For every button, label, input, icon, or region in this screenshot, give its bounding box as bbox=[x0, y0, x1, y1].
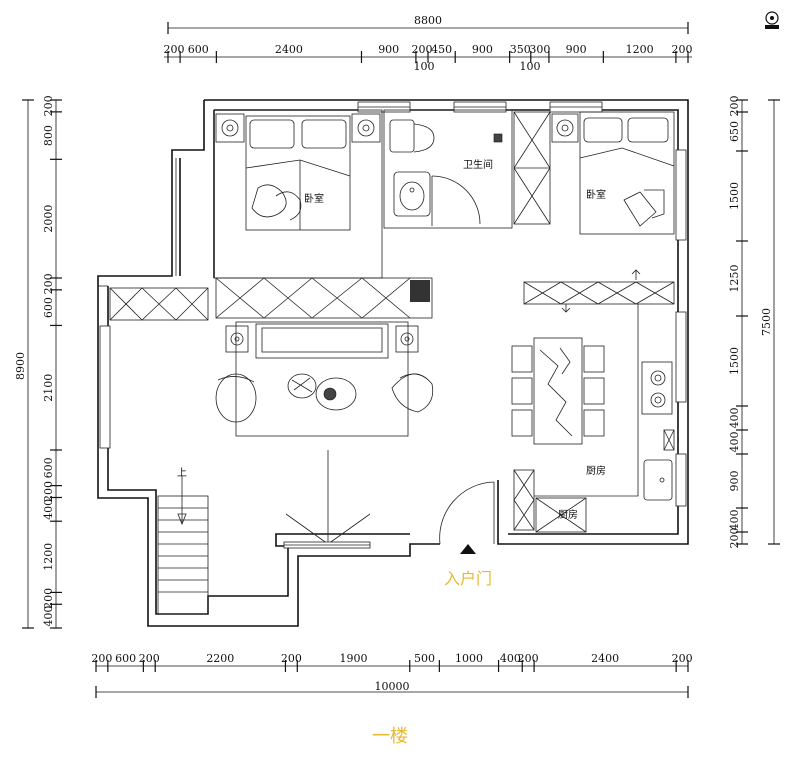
entry-area bbox=[283, 450, 371, 549]
dimension-left: 8900 20080020002006002100600200400120020… bbox=[14, 95, 62, 629]
window-right-2 bbox=[675, 311, 687, 403]
dim-left-label-2: 2000 bbox=[42, 205, 55, 233]
dim-left-label-4: 600 bbox=[42, 297, 55, 318]
dim-right-label-0: 200 bbox=[728, 96, 741, 117]
dim-bottom-label-7: 1000 bbox=[455, 652, 483, 665]
dim-left-label-7: 200 bbox=[42, 481, 55, 502]
living-room bbox=[215, 321, 434, 437]
wardrobe-right bbox=[513, 111, 551, 225]
dim-left-label-1: 800 bbox=[42, 125, 55, 146]
dim-left-label-9: 1200 bbox=[42, 543, 55, 571]
dim-bottom-label-5: 1900 bbox=[340, 652, 368, 665]
dim-total-right: 7500 bbox=[760, 308, 773, 336]
dim-bottom-label-10: 2400 bbox=[591, 652, 619, 665]
entrance-label: 入户门 bbox=[444, 569, 492, 588]
room-label-bedroom-left: 卧室 bbox=[304, 192, 324, 205]
staircase: 上 bbox=[157, 467, 209, 615]
dim-top-label-0: 200 bbox=[164, 43, 185, 56]
bedroom-right: 卧室 bbox=[551, 111, 675, 235]
room-label-kitchen: 厨房 bbox=[586, 464, 606, 477]
dim-bottom-label-1: 600 bbox=[115, 652, 136, 665]
window-right-1 bbox=[675, 149, 687, 241]
cabinet-left bbox=[109, 287, 209, 321]
dim-left-label-10: 200 bbox=[42, 588, 55, 609]
dim-bottom-label-6: 500 bbox=[414, 652, 435, 665]
dim-top-label-8: 300 bbox=[529, 43, 550, 56]
entrance-arrow-icon bbox=[460, 544, 476, 554]
dim-top-label-5: 450 bbox=[431, 43, 452, 56]
dim-bottom-label-2: 200 bbox=[139, 652, 160, 665]
dim-top-sub-2: 100 bbox=[520, 60, 541, 73]
dim-total-bottom: 10000 bbox=[375, 680, 410, 693]
room-label-bedroom-right: 卧室 bbox=[586, 188, 606, 201]
dining-area bbox=[511, 337, 605, 445]
dim-right-label-7: 900 bbox=[728, 471, 741, 492]
outer-walls bbox=[97, 99, 689, 627]
window-top-mid bbox=[453, 101, 507, 113]
dim-top-label-10: 1200 bbox=[626, 43, 654, 56]
room-label-bathroom: 卫生间 bbox=[463, 158, 493, 171]
dim-left-label-0: 200 bbox=[42, 95, 55, 116]
dim-right-label-9: 200 bbox=[728, 528, 741, 549]
dim-top-label-2: 2400 bbox=[275, 43, 303, 56]
cabinet-middle bbox=[215, 277, 433, 319]
dim-right-label-1: 650 bbox=[728, 121, 741, 142]
window-top-right bbox=[549, 101, 603, 113]
dim-total-left: 8900 bbox=[14, 352, 27, 380]
dim-bottom-label-4: 200 bbox=[281, 652, 302, 665]
dim-bottom-label-0: 200 bbox=[91, 652, 112, 665]
compass-icon bbox=[765, 11, 779, 29]
dim-top-label-6: 900 bbox=[472, 43, 493, 56]
dim-bottom-label-3: 2200 bbox=[206, 652, 234, 665]
entrance-door bbox=[439, 481, 495, 545]
floor-label: 一楼 bbox=[372, 726, 408, 747]
dim-right-label-5: 400 bbox=[728, 408, 741, 429]
dim-bottom-label-8: 400 bbox=[500, 652, 521, 665]
dim-top-label-3: 900 bbox=[378, 43, 399, 56]
dim-left-label-3: 200 bbox=[42, 273, 55, 294]
dim-right-label-6: 400 bbox=[728, 432, 741, 453]
dim-bottom-label-11: 200 bbox=[672, 652, 693, 665]
dim-left-label-5: 2100 bbox=[42, 374, 55, 402]
dim-left-label-11: 400 bbox=[42, 606, 55, 627]
cabinet-kitchen-top bbox=[523, 269, 675, 313]
room-label-kitchen-small: 厨房 bbox=[558, 508, 578, 521]
dim-left-label-6: 600 bbox=[42, 457, 55, 478]
window-left bbox=[99, 325, 111, 449]
stair-label: 上 bbox=[177, 467, 187, 479]
dim-right-label-2: 1500 bbox=[728, 182, 741, 210]
dim-right-label-3: 1250 bbox=[728, 265, 741, 293]
dim-top-label-11: 200 bbox=[671, 43, 692, 56]
dim-top-label-1: 600 bbox=[188, 43, 209, 56]
window-right-3 bbox=[675, 453, 687, 507]
dim-right-label-4: 1500 bbox=[728, 347, 741, 375]
bathroom: 卫生间 bbox=[383, 109, 513, 229]
dim-top-sub-1: 100 bbox=[414, 60, 435, 73]
dim-total-top: 8800 bbox=[414, 14, 442, 27]
dim-top-label-4: 200 bbox=[411, 43, 432, 56]
dim-right-label-8: 400 bbox=[728, 510, 741, 531]
dim-left-label-8: 400 bbox=[42, 499, 55, 520]
kitchen: 厨房 厨房 bbox=[513, 304, 675, 533]
bedroom-left: 卧室 bbox=[213, 109, 383, 279]
dim-top-label-7: 350 bbox=[510, 43, 531, 56]
dim-bottom-label-9: 200 bbox=[518, 652, 539, 665]
dim-top-label-9: 900 bbox=[566, 43, 587, 56]
